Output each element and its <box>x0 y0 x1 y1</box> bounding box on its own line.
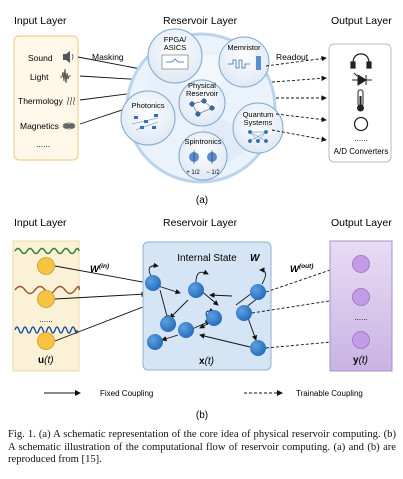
a-converters-label: A/D Converters <box>334 147 389 156</box>
a-input-thermology: Thermology <box>18 96 64 106</box>
a-input-light: Light <box>30 72 49 82</box>
output-node-2 <box>352 288 370 306</box>
physical-reservoir-node: Physical Reservoir <box>178 79 226 127</box>
b-input-title: Input Layer <box>14 217 67 229</box>
a-output-title: Output Layer <box>331 15 392 27</box>
spin-icon <box>189 150 217 164</box>
b-output-more: ...... <box>354 313 367 322</box>
speaker-icon <box>63 51 74 63</box>
legend-trainable: Trainable Coupling <box>296 389 363 398</box>
state-node-9 <box>250 340 266 356</box>
physical-label-2: Reservoir <box>186 89 219 98</box>
b-reservoir-title: Reservoir Layer <box>163 217 238 229</box>
input-node-3 <box>37 332 55 350</box>
spintronics-node: Spintronics + 1/2 − 1/2 <box>178 131 228 181</box>
legend: Fixed Coupling Trainable Coupling <box>44 389 363 398</box>
diode-icon <box>352 72 372 86</box>
memristor-label: Memristor <box>227 43 261 52</box>
output-node-1 <box>352 255 370 273</box>
internal-state-label: Internal State <box>177 253 237 264</box>
quantum-node: Quantum Systems <box>232 102 284 154</box>
a-reservoir-title: Reservoir Layer <box>163 15 238 27</box>
thermometer-icon <box>357 89 364 112</box>
input-node-1 <box>37 257 55 275</box>
a-panel-label: (a) <box>196 195 208 206</box>
headphones-icon <box>350 53 372 69</box>
state-node-8 <box>147 334 163 350</box>
b-output-title: Output Layer <box>331 217 392 229</box>
panel-a: Input Layer Reservoir Layer Output Layer… <box>13 15 392 206</box>
photonics-label: Photonics <box>132 101 165 110</box>
output-arrows <box>251 264 343 349</box>
legend-fixed: Fixed Coupling <box>100 389 153 398</box>
internal-state-box <box>142 241 272 371</box>
b-u-label: u(t) <box>38 355 54 366</box>
w-in-label: W(in) <box>90 263 109 275</box>
state-node-6 <box>206 310 222 326</box>
input-wave-3 <box>14 326 78 334</box>
fpga-node: FPGA/ ASICS <box>147 28 203 84</box>
state-node-4 <box>160 316 176 332</box>
state-node-7 <box>236 305 252 321</box>
quantum-label-1: Quantum <box>243 110 274 119</box>
magnet-icon <box>62 122 76 130</box>
spintronics-label: Spintronics <box>184 137 221 146</box>
output-node-3 <box>352 331 370 349</box>
photonics-node: Photonics <box>120 90 176 146</box>
w-label: W <box>250 253 261 264</box>
readout-arrows <box>265 55 327 142</box>
a-input-box <box>13 35 79 161</box>
figure-caption: Fig. 1. (a) A schematic representation o… <box>8 429 396 467</box>
a-input-title: Input Layer <box>14 15 67 27</box>
b-y-label: y(t) <box>353 355 368 366</box>
a-input-more: ...... <box>36 139 50 149</box>
network-icon <box>189 98 215 117</box>
spin-minus-label: − 1/2 <box>206 170 220 176</box>
qubit-graph-icon <box>247 129 269 144</box>
quantum-label-2: Systems <box>244 118 273 127</box>
fpga-label-1: FPGA/ <box>164 35 187 44</box>
state-node-2 <box>188 282 204 298</box>
optics-icon <box>134 114 158 129</box>
input-wave-1 <box>14 247 80 255</box>
state-node-3 <box>250 284 266 300</box>
input-arrows <box>54 265 149 342</box>
a-input-magnetics: Magnetics <box>20 121 59 131</box>
a-output-more: ...... <box>354 134 367 143</box>
memristor-icon <box>228 59 250 69</box>
b-x-label: x(t) <box>199 356 214 367</box>
compass-icon <box>353 116 369 132</box>
w-out-label: W(out) <box>290 263 313 275</box>
caption-fig-label: Fig. 1. <box>8 429 36 440</box>
a-masking-label: Masking <box>92 52 124 62</box>
physical-label-1: Physical <box>188 81 216 90</box>
a-input-sound: Sound <box>28 53 53 63</box>
internal-nodes <box>145 275 266 356</box>
a-readout-label: Readout <box>276 52 309 62</box>
b-panel-label: (b) <box>196 410 208 421</box>
b-input-more: ...... <box>39 315 52 324</box>
memristor-node: Memristor <box>218 36 270 88</box>
state-node-1 <box>145 275 161 291</box>
heat-icon <box>67 96 75 106</box>
chip-icon <box>161 54 189 70</box>
light-wave-icon <box>60 68 71 84</box>
panel-b: Input Layer Reservoir Layer Output Layer… <box>12 217 393 421</box>
input-node-2 <box>37 290 55 308</box>
spin-plus-label: + 1/2 <box>186 170 200 176</box>
caption-text: (a) A schematic representation of the co… <box>8 429 397 466</box>
state-node-5 <box>178 322 194 338</box>
fpga-label-2: ASICS <box>164 43 187 52</box>
